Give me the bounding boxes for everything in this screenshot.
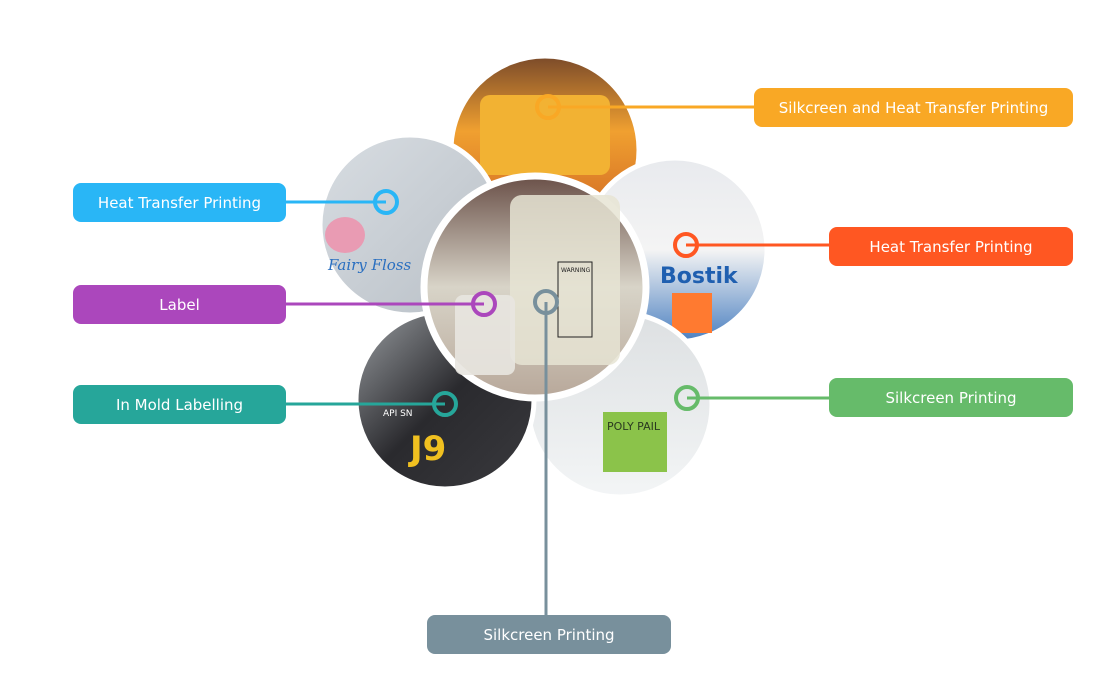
label-silkscreen-bottom: Silkcreen Printing bbox=[427, 615, 671, 654]
marker-ring-low-right bbox=[674, 385, 700, 411]
photo-clear-bucket: WARNING bbox=[420, 172, 650, 402]
j9-text: J9 bbox=[408, 429, 446, 469]
label-heat-transfer-right: Heat Transfer Printing bbox=[829, 227, 1073, 266]
fairy-floss-text: Fairy Floss bbox=[327, 256, 411, 274]
label-silkscreen-heat-transfer: Silkcreen and Heat Transfer Printing bbox=[754, 88, 1073, 127]
marker-ring-bottom bbox=[533, 289, 559, 315]
warning-text: WARNING bbox=[561, 267, 591, 274]
marker-ring-top-left bbox=[373, 189, 399, 215]
label-label: Label bbox=[73, 285, 286, 324]
label-heat-transfer-left: Heat Transfer Printing bbox=[73, 183, 286, 222]
poly-pail-text: POLY PAIL bbox=[607, 420, 661, 433]
marker-ring-low-left bbox=[432, 391, 458, 417]
api-sn-text: API SN bbox=[383, 409, 413, 419]
marker-ring-top-right bbox=[535, 94, 561, 120]
label-in-mold-labelling: In Mold Labelling bbox=[73, 385, 286, 424]
label-silkscreen-right: Silkcreen Printing bbox=[829, 378, 1073, 417]
bostik-text: Bostik bbox=[660, 264, 739, 289]
marker-ring-mid-right bbox=[673, 232, 699, 258]
marker-ring-mid-left bbox=[471, 291, 497, 317]
